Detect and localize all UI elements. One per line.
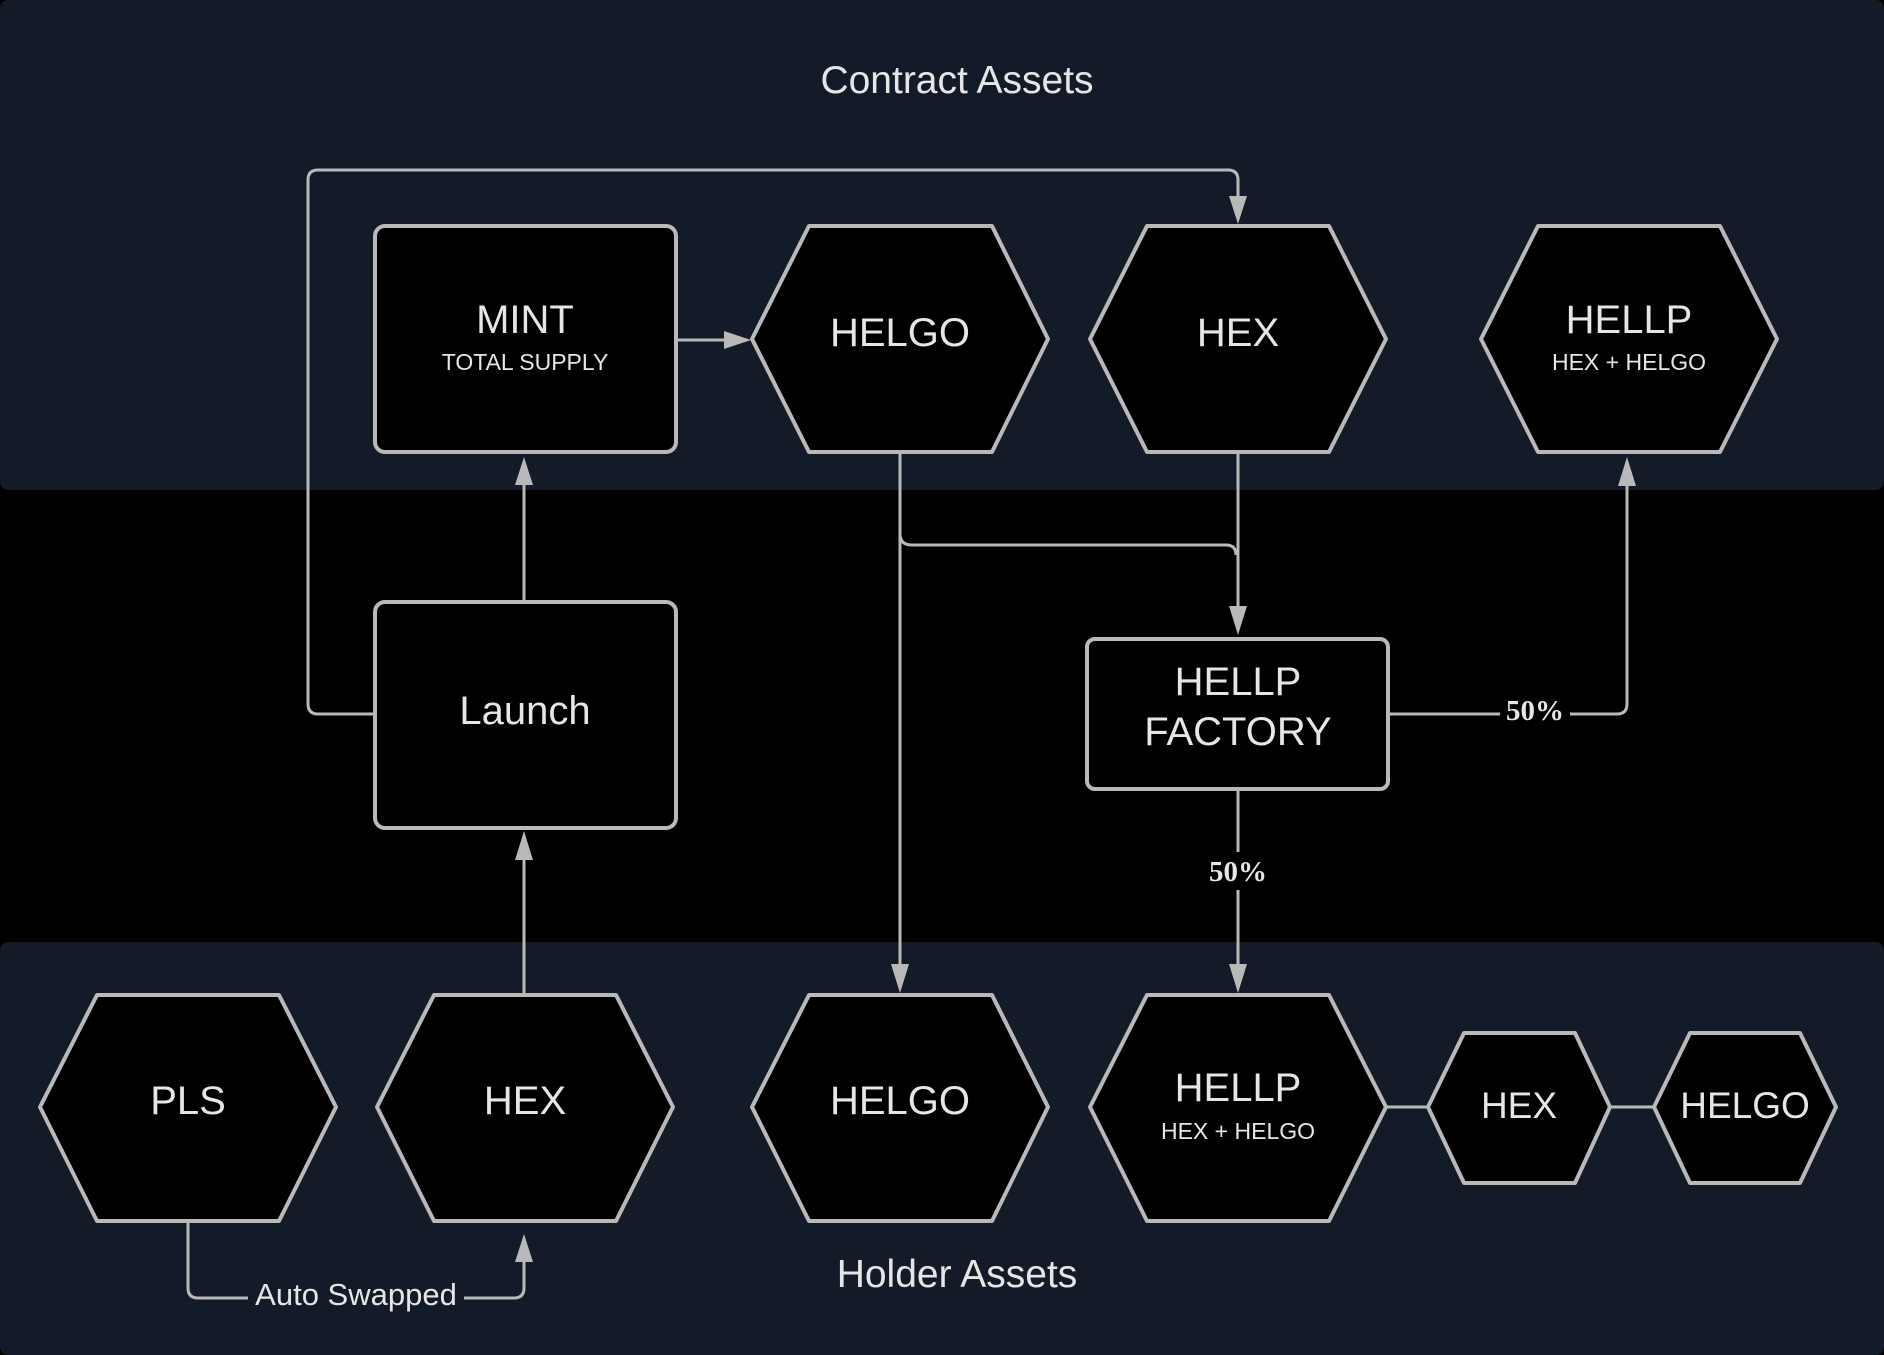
arrowhead bbox=[515, 457, 533, 485]
contract-assets-label: Contract Assets bbox=[820, 59, 1093, 102]
arrowhead bbox=[1229, 196, 1247, 224]
node-hex-contract: HEX bbox=[1088, 224, 1388, 454]
node-helgo-contract: HELGO bbox=[750, 224, 1050, 454]
node-pls: PLS bbox=[38, 993, 338, 1223]
node-launch-title: Launch bbox=[459, 689, 590, 733]
node-hellp-holder-subtitle: HEX + HELGO bbox=[1161, 1118, 1315, 1144]
arrowhead bbox=[1229, 606, 1247, 635]
node-hellp-contract: HELLP HEX + HELGO bbox=[1479, 224, 1779, 454]
arrowhead bbox=[515, 1234, 533, 1262]
edge-factory-hellp-contract bbox=[1388, 486, 1629, 716]
node-helgo-holder: HELGO bbox=[750, 993, 1050, 1223]
node-hex-small: HEX bbox=[1426, 1031, 1612, 1185]
node-hellp-holder: HELLP HEX + HELGO bbox=[1088, 993, 1388, 1223]
node-factory-title-line2: FACTORY bbox=[1144, 710, 1331, 754]
node-hellp-factory: HELLP FACTORY bbox=[1085, 637, 1390, 791]
arrowhead bbox=[1618, 457, 1636, 486]
arrowhead bbox=[724, 331, 751, 349]
node-hex-holder: HEX bbox=[375, 993, 675, 1223]
node-hellp-holder-title: HELLP bbox=[1175, 1066, 1302, 1110]
holder-assets-label: Holder Assets bbox=[837, 1253, 1078, 1296]
node-hex-small-title: HEX bbox=[1481, 1085, 1557, 1126]
node-hellp-contract-title: HELLP bbox=[1566, 298, 1693, 342]
node-helgo-small: HELGO bbox=[1652, 1031, 1838, 1185]
edge-label-auto-swapped: Auto Swapped bbox=[255, 1277, 457, 1312]
node-factory-title-line1: HELLP bbox=[1175, 660, 1302, 704]
node-helgo-contract-title: HELGO bbox=[830, 311, 970, 355]
node-launch: Launch bbox=[373, 600, 678, 830]
arrowhead bbox=[891, 964, 909, 993]
edge-label-50-percent-down: 50% bbox=[1209, 856, 1267, 888]
node-helgo-holder-title: HELGO bbox=[830, 1079, 970, 1123]
node-hex-holder-title: HEX bbox=[484, 1079, 566, 1123]
node-pls-title: PLS bbox=[150, 1079, 226, 1123]
node-mint: MINT TOTAL SUPPLY bbox=[373, 224, 678, 454]
connectors bbox=[186, 168, 1654, 1300]
node-mint-subtitle: TOTAL SUPPLY bbox=[442, 349, 609, 375]
arrowhead bbox=[515, 831, 533, 860]
edge-label-50-percent-right: 50% bbox=[1506, 695, 1564, 727]
arrowhead bbox=[1229, 964, 1247, 993]
edge-helgo-contract-factory bbox=[898, 533, 1238, 556]
node-helgo-small-title: HELGO bbox=[1680, 1085, 1810, 1126]
node-hex-contract-title: HEX bbox=[1197, 311, 1279, 355]
node-mint-title: MINT bbox=[476, 298, 574, 342]
edge-launch-hex-contract bbox=[306, 168, 1240, 716]
node-hellp-contract-subtitle: HEX + HELGO bbox=[1552, 349, 1706, 375]
